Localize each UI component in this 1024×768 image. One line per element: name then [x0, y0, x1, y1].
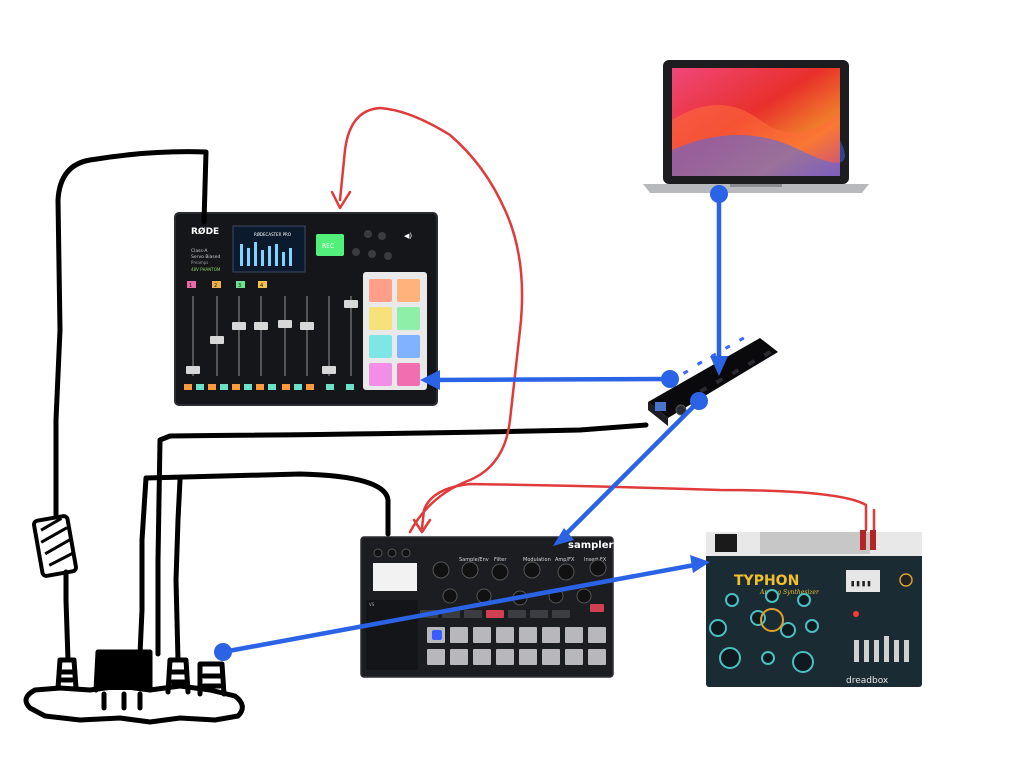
channel-label-1: 1: [189, 283, 192, 289]
svg-text:◀): ◀): [404, 232, 412, 240]
synth-display: [846, 570, 880, 592]
synth-knobs[interactable]: [709, 589, 819, 673]
channel-label-4: 4: [260, 283, 263, 289]
channel-label-3: 3: [238, 283, 241, 289]
channel-button-1[interactable]: [187, 281, 196, 288]
channel-label-2: 2: [214, 283, 217, 289]
channel-button-3[interactable]: [236, 281, 245, 288]
usb-strip-to-synth: [220, 561, 703, 655]
synth-sliders[interactable]: [854, 636, 909, 662]
usb-arrowheads: [420, 356, 728, 573]
sampler-section-1: Filter: [494, 557, 507, 563]
audio-cables: [330, 106, 876, 534]
sampler-display: [373, 563, 417, 591]
rec-button-label: REC: [322, 243, 334, 250]
synth-brand: dreadbox: [846, 676, 889, 686]
synth-name: TYPHON: [734, 573, 799, 589]
usb-dots: [214, 185, 728, 661]
usb-hub-to-mixer: [425, 376, 673, 383]
sound-pads[interactable]: [369, 279, 420, 386]
sampler-model-label: VS: [369, 602, 375, 607]
mixer-product-label: RØDECASTER PRO: [254, 232, 291, 237]
sampler: sampler Sample/Env Filter Modulation Amp…: [360, 536, 614, 678]
laptop: [643, 60, 869, 193]
sampler-section-2: Modulation: [523, 557, 551, 563]
sampler-section-3: Amp/FX: [555, 557, 575, 563]
sampler-name: sampler: [568, 540, 613, 551]
rec-button[interactable]: [316, 234, 344, 256]
mixer-side-text-4: 48V PHANTOM: [191, 267, 221, 272]
power-cables: [53, 149, 649, 663]
power-strip: [23, 649, 245, 725]
usb-hub-to-sampler: [559, 398, 702, 541]
mixer-faders[interactable]: [186, 296, 358, 376]
sampler-knobs[interactable]: [373, 548, 607, 606]
usb-hub: [648, 336, 778, 426]
sampler-pads[interactable]: [427, 627, 606, 665]
mixer-side-text-2: Servo Biased: [191, 254, 221, 260]
mixer-side-text-3: Preamps: [191, 260, 208, 265]
svg-text:▮▮▮▮: ▮▮▮▮: [850, 579, 872, 589]
channel-button-2[interactable]: [212, 281, 221, 288]
mixer-brand: RØDE: [191, 226, 219, 237]
mixer: RØDE Class-A Servo Biased Preamps 48V PH…: [174, 212, 438, 406]
synth-subtitle: Analog Synthesizer: [759, 589, 820, 596]
channel-button-4[interactable]: [258, 281, 267, 288]
power-adapter: [32, 514, 78, 578]
mixer-side-text-1: Class-A: [191, 248, 208, 254]
usb-connections: [220, 191, 722, 655]
sampler-section-0: Sample/Env: [459, 557, 489, 563]
synth: TYPHON Analog Synthesizer ▮▮▮▮ dreadbox: [706, 532, 922, 687]
